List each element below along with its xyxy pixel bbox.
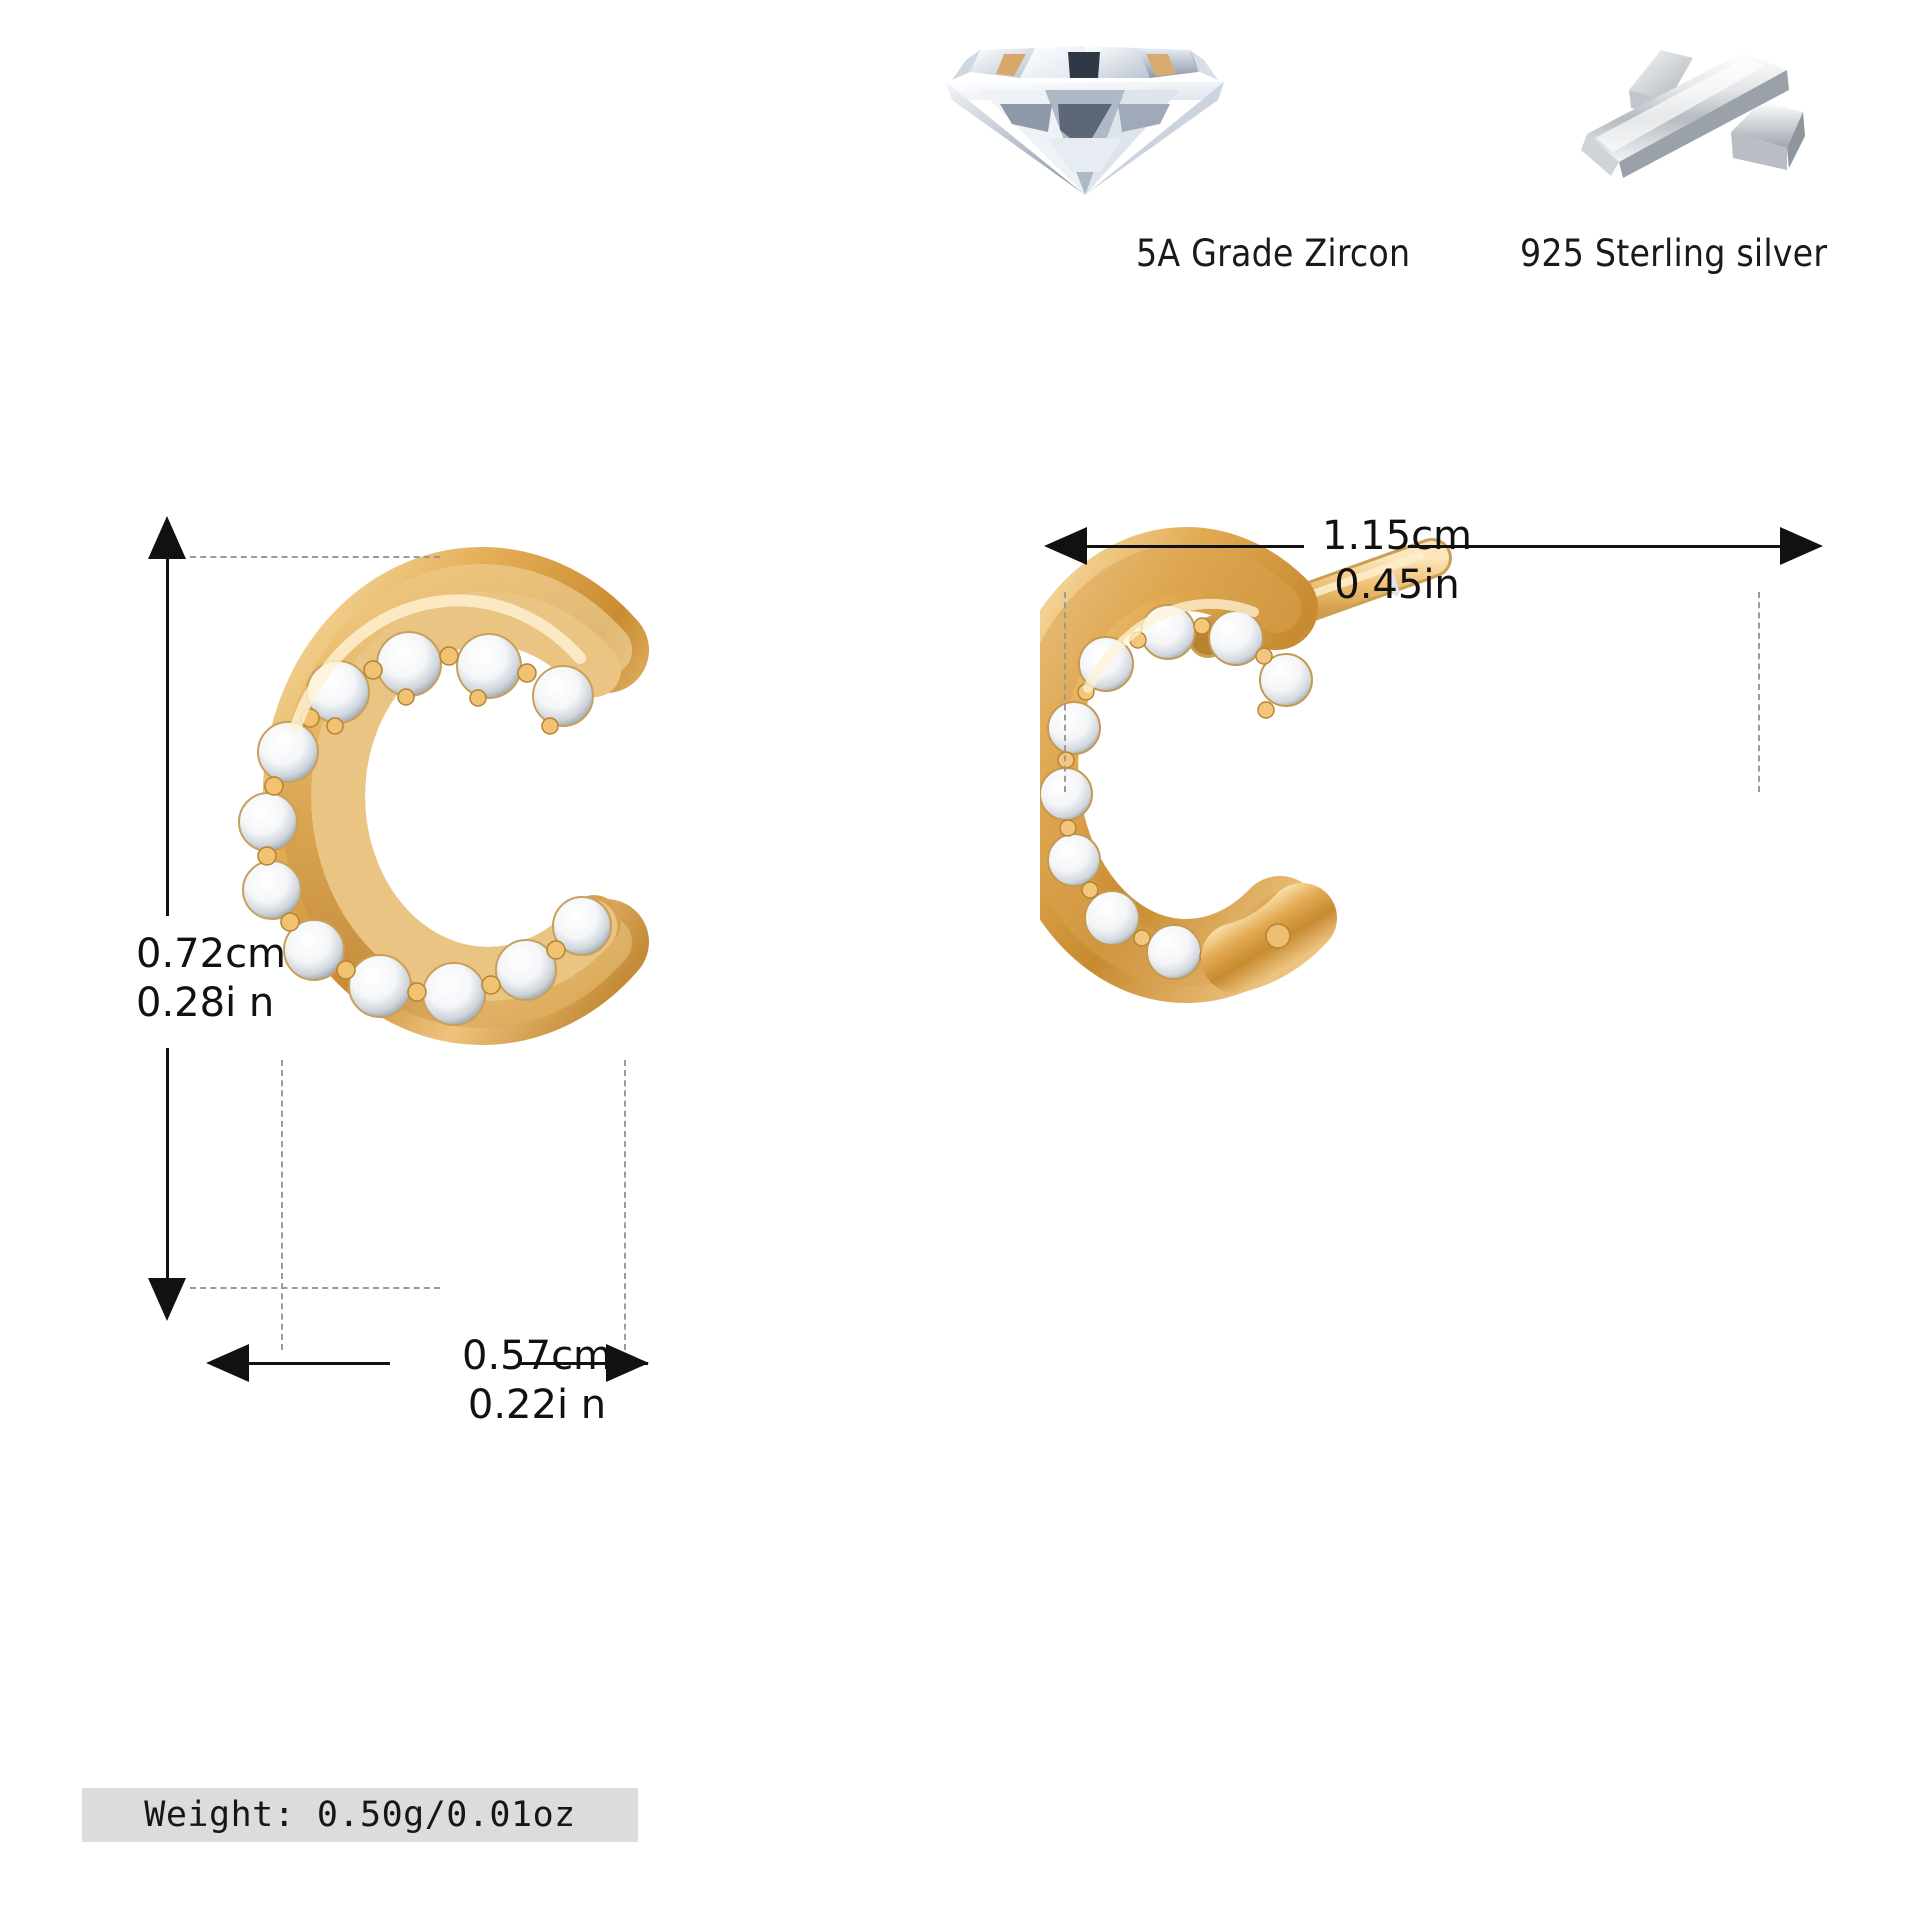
overall-arrow-right [1780, 527, 1823, 565]
overall-arrow-left [1044, 527, 1087, 565]
width-line-right [520, 1362, 648, 1365]
overall-guide-left [1064, 592, 1066, 792]
width-cm: 0.57cm [462, 1333, 613, 1379]
overall-guide-right [1758, 592, 1760, 792]
height-cm: 0.72cm [136, 931, 287, 977]
weight-label: Weight: 0.50g/0.01oz [144, 1795, 576, 1835]
width-in: 0.22i n [467, 1382, 607, 1428]
silver-bars-icon [1565, 28, 1865, 192]
width-guide-left [281, 1060, 283, 1350]
width-dimension-label: 0.57cm 0.22i n [462, 1332, 612, 1430]
earring-front-view [210, 530, 650, 1064]
width-line-left [248, 1362, 390, 1365]
overall-line-left [1086, 545, 1304, 548]
diamond-gem-icon [940, 20, 1230, 204]
height-line-lower [166, 1048, 169, 1280]
height-guide-top [190, 556, 440, 558]
height-arrow-down [148, 1278, 186, 1321]
height-line-upper [166, 556, 169, 916]
overall-cm: 1.15cm [1322, 513, 1473, 559]
overall-line-right [1408, 545, 1816, 548]
prong-beads [257, 646, 566, 1002]
weight-band: Weight: 0.50g/0.01oz [82, 1788, 638, 1842]
width-guide-right [624, 1060, 626, 1350]
silver-feature-label: 925 Sterling silver [1520, 232, 1828, 275]
overall-in: 0.45in [1334, 562, 1460, 608]
height-dimension-label: 0.72cm 0.28i n [136, 930, 286, 1028]
height-guide-bottom [190, 1287, 440, 1289]
width-arrow-right [606, 1344, 649, 1382]
height-in: 0.28i n [136, 980, 275, 1026]
height-arrow-up [148, 516, 186, 559]
pave-stones [238, 631, 612, 1026]
zircon-feature-label: 5A Grade Zircon [1136, 232, 1411, 275]
width-arrow-left [206, 1344, 249, 1382]
overall-dimension-label: 1.15cm 0.45in [1322, 512, 1472, 610]
